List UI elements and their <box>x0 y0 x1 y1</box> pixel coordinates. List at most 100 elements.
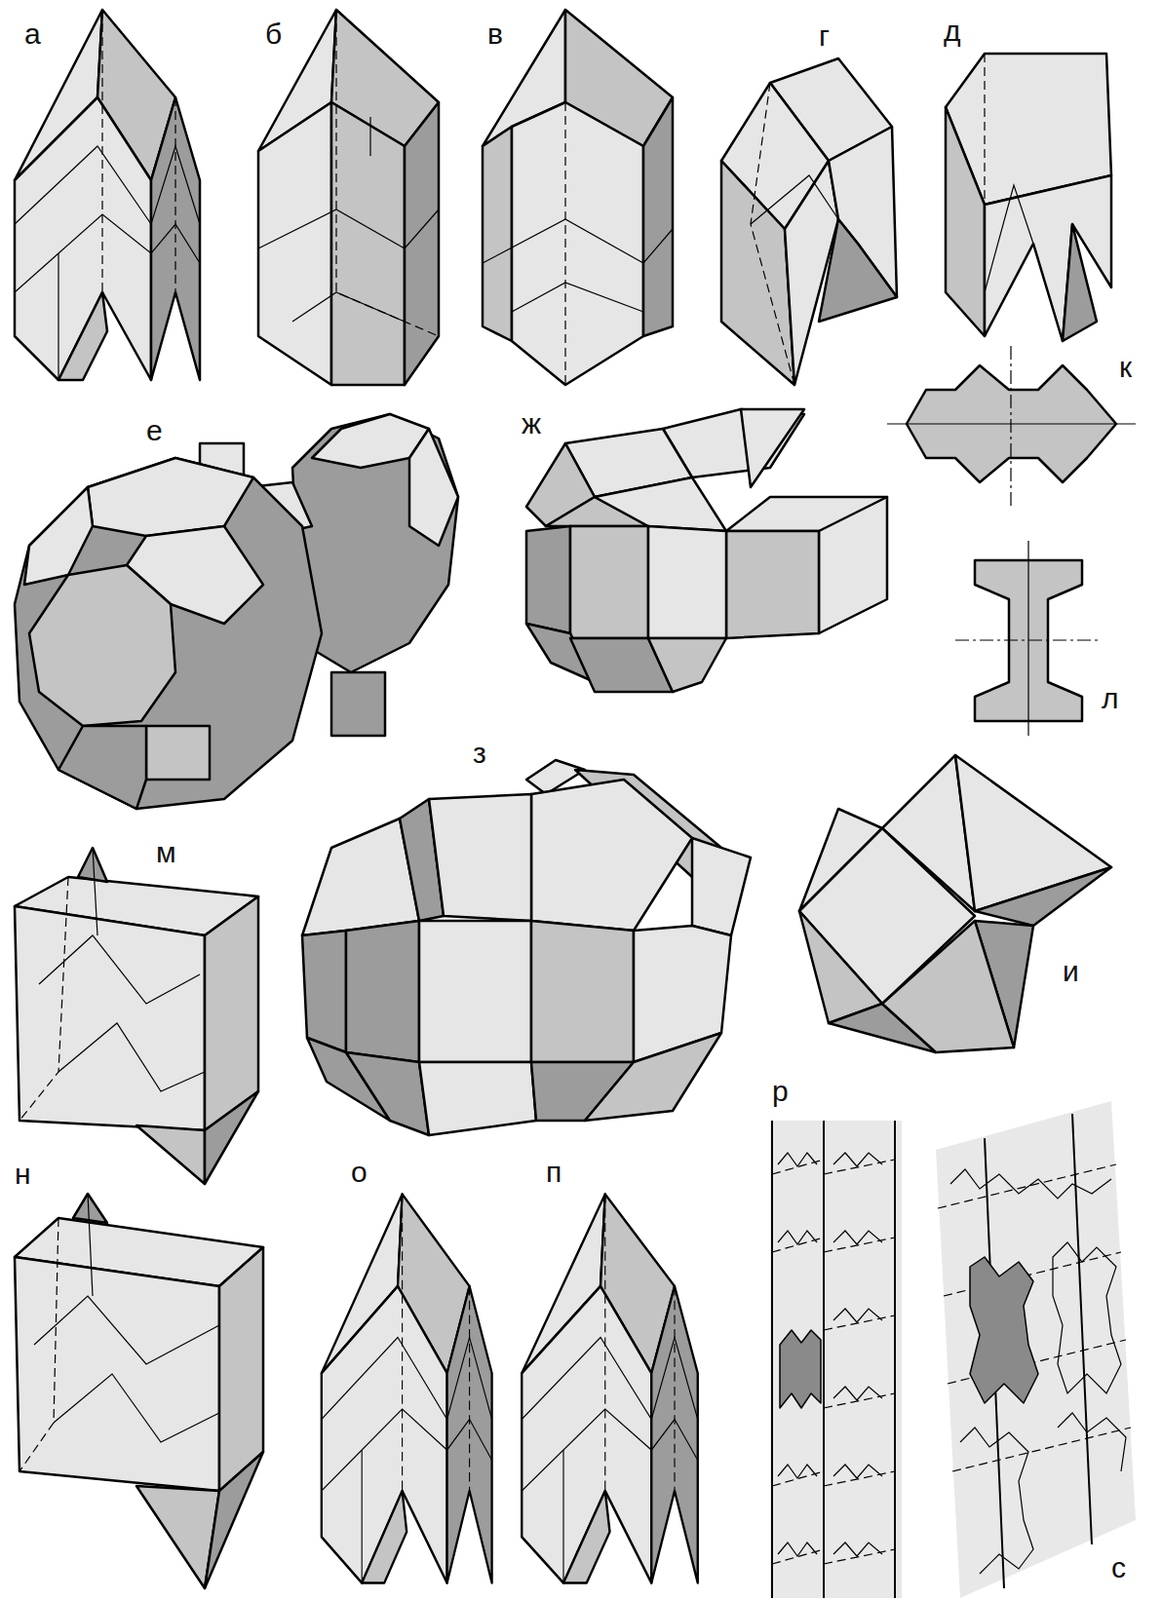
crystal-zh-part <box>570 526 649 639</box>
crystal-d-part <box>983 53 985 205</box>
crystal-e-part <box>331 672 386 736</box>
crystal-m-part <box>204 1091 259 1185</box>
figure-letter: л <box>1101 682 1120 715</box>
twin-section-k-part <box>1009 346 1011 507</box>
twin-pattern-r-part <box>833 1309 883 1323</box>
crystal-n-part <box>204 1452 264 1589</box>
crystal-e <box>14 414 459 810</box>
crystal-b-part <box>404 102 439 386</box>
crystal-e-part <box>409 428 459 546</box>
crystal-n-part <box>19 1218 59 1472</box>
crystal-d-part <box>984 185 1034 293</box>
figure-letter: в <box>487 17 504 50</box>
crystal-i-part <box>955 755 1112 912</box>
crystal-m-part <box>204 896 259 1131</box>
crystal-z-part <box>346 921 420 1063</box>
twin-pattern-s <box>935 1101 1136 1599</box>
twin-section-l-part <box>1027 541 1029 736</box>
crystal-n-part <box>14 1257 220 1492</box>
twin-pattern-s-part <box>935 1101 1136 1599</box>
crystal-g-part <box>750 175 839 225</box>
crystal-v-part <box>511 102 644 386</box>
crystal-e-part <box>24 487 93 585</box>
twin-pattern-s-part <box>1057 1413 1126 1472</box>
figure-letter: б <box>265 17 282 50</box>
crystal-m-part <box>19 877 69 1122</box>
crystal-e-part <box>58 726 147 810</box>
crystal-n-part <box>73 1194 108 1224</box>
crystal-m-part <box>136 1125 205 1185</box>
twin-pattern-r-part <box>779 1330 821 1409</box>
crystal-z-part <box>419 1062 537 1136</box>
crystal-a <box>14 9 200 381</box>
crystal-g <box>721 58 897 386</box>
crystal-b <box>258 9 439 386</box>
crystal-p <box>521 1195 698 1585</box>
crystal-m-part <box>58 1023 205 1092</box>
crystal-z-part <box>346 1052 429 1136</box>
twin-pattern-s-part <box>937 1164 1131 1472</box>
figure-letter: с <box>1111 1551 1126 1585</box>
twin-pattern-r-part <box>833 1387 883 1401</box>
crystal-v-part <box>482 219 673 264</box>
crystal-e-part <box>146 726 210 780</box>
twin-pattern-r-part <box>772 1121 895 1599</box>
crystal-zh-part <box>726 531 819 639</box>
figure-letter: р <box>772 1075 789 1108</box>
crystal-n-part <box>87 1194 93 1297</box>
twin-pattern-r-part <box>777 1231 883 1245</box>
crystal-e-part <box>14 458 322 810</box>
crystal-zh-part <box>594 477 727 532</box>
crystal-zh-part <box>648 526 727 639</box>
crystal-zh-part <box>818 497 888 634</box>
crystal-b-part <box>369 116 371 156</box>
crystal-z-part <box>531 921 634 1063</box>
crystal-i <box>799 755 1112 1053</box>
crystal-o <box>321 1195 493 1585</box>
twin-section-k <box>887 346 1136 507</box>
figure-letter: п <box>545 1156 562 1189</box>
twin-pattern-r-part <box>772 1160 895 1565</box>
figure-letter: к <box>1119 350 1132 384</box>
crystal-b-part <box>258 209 439 249</box>
crystal-d-part <box>1062 224 1097 342</box>
crystal-z-part <box>419 921 532 1063</box>
crystal-z-part <box>302 930 347 1053</box>
crystal-v <box>482 9 673 386</box>
twin-section-l <box>955 541 1102 736</box>
crystal-g-part <box>750 82 795 386</box>
twin-pattern-s-part <box>960 1428 1034 1575</box>
figure-letter: о <box>350 1156 368 1189</box>
crystal-zh-part <box>526 526 571 634</box>
crystal-d <box>945 53 1112 342</box>
crystal-i-part <box>799 911 883 1024</box>
crystal-v-part <box>511 282 644 312</box>
figure-letter: а <box>24 17 41 50</box>
twin-pattern-r-part <box>770 1121 902 1599</box>
figure-letter: е <box>146 414 163 447</box>
crystal-b-part <box>292 292 405 322</box>
crystal-zh-part <box>740 409 805 488</box>
crystal-d-part <box>945 107 985 337</box>
crystal-n-part <box>219 1247 264 1492</box>
crystal-v-part <box>643 97 673 337</box>
twin-pattern-r <box>770 1121 902 1599</box>
figure-letter: г <box>818 19 830 52</box>
crystal-m-part <box>14 906 205 1131</box>
crystal-n <box>14 1194 264 1589</box>
twin-pattern-s-part <box>969 1257 1039 1404</box>
twin-pattern-r-part <box>777 1465 883 1479</box>
crystal-zh <box>526 409 888 693</box>
crystal-v-part <box>482 126 512 342</box>
crystal-zh-part <box>648 638 727 693</box>
figure-letter: з <box>472 736 487 770</box>
crystal-m-part <box>92 848 98 936</box>
twin-section-l-part <box>955 639 1102 641</box>
crystal-n-part <box>34 1296 220 1365</box>
crystal-i-part <box>882 921 1014 1053</box>
figure-letter: и <box>1062 955 1080 988</box>
crystal-e-part <box>87 458 254 537</box>
twin-pattern-s-part <box>950 1169 1112 1200</box>
